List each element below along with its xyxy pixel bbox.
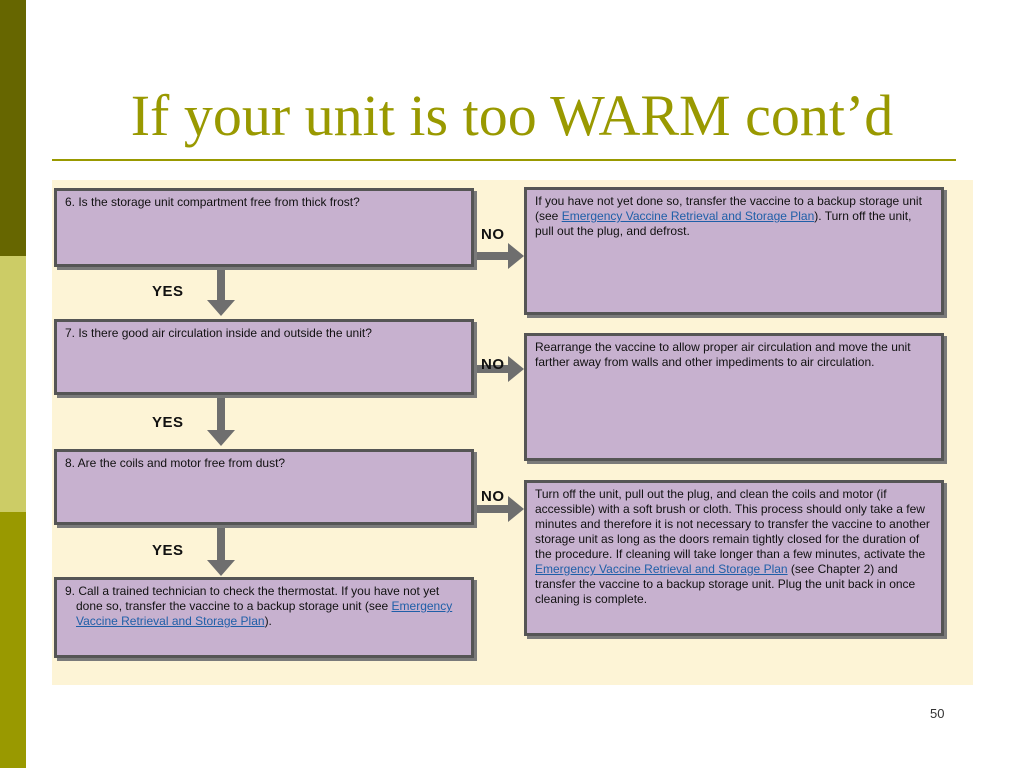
slide-title: If your unit is too WARM cont’d <box>130 83 894 148</box>
yes-arrow-icon <box>207 396 235 446</box>
question-text-end: ). <box>264 614 272 628</box>
question-text-block: 9. Call a trained technician to check th… <box>65 584 463 629</box>
no-arrow-icon <box>474 496 524 522</box>
answer-text: Rearrange the vaccine to allow proper ai… <box>535 340 911 369</box>
side-accent-bar-top <box>0 0 26 256</box>
question-box-9: 9. Call a trained technician to check th… <box>54 577 474 658</box>
yes-arrow-icon <box>207 268 235 316</box>
question-box-6: 6. Is the storage unit compartment free … <box>54 188 474 267</box>
answer-box-7: Rearrange the vaccine to allow proper ai… <box>524 333 944 461</box>
question-box-8: 8. Are the coils and motor free from dus… <box>54 449 474 525</box>
no-arrow-icon <box>474 243 524 269</box>
no-arrow-icon <box>474 356 524 382</box>
answer-text: Turn off the unit, pull out the plug, an… <box>535 487 930 561</box>
side-accent-bar-bottom <box>0 512 26 768</box>
yes-label: YES <box>152 414 184 431</box>
no-label: NO <box>481 488 505 505</box>
no-label: NO <box>481 226 505 243</box>
answer-text: If you have not yet done so, transfer th… <box>535 194 922 223</box>
page-number: 50 <box>930 706 945 721</box>
answer-text-end: (see Chapter 2) and transfer the vaccine… <box>535 562 916 606</box>
side-accent-bar-middle <box>0 256 26 512</box>
plan-link[interactable]: Emergency Vaccine Retrieval and Storage … <box>535 562 788 576</box>
answer-box-8: Turn off the unit, pull out the plug, an… <box>524 480 944 636</box>
answer-box-6: If you have not yet done so, transfer th… <box>524 187 944 315</box>
question-text: 6. Is the storage unit compartment free … <box>65 195 360 209</box>
plan-link[interactable]: Emergency Vaccine Retrieval and Storage … <box>561 209 815 223</box>
question-box-7: 7. Is there good air circulation inside … <box>54 319 474 395</box>
yes-arrow-icon <box>207 526 235 576</box>
question-text: 8. Are the coils and motor free from dus… <box>65 456 286 470</box>
question-text: 7. Is there good air circulation inside … <box>65 326 372 340</box>
yes-label: YES <box>152 542 184 559</box>
title-divider <box>52 159 956 161</box>
no-label: NO <box>481 356 505 373</box>
question-text: 9. Call a trained technician to check th… <box>65 584 440 613</box>
yes-label: YES <box>152 283 184 300</box>
plan-link[interactable]: Emergency Vaccine Retrieval and Storage … <box>76 599 453 628</box>
answer-text-end: ). Turn off the unit, pull out the plug,… <box>535 209 912 238</box>
